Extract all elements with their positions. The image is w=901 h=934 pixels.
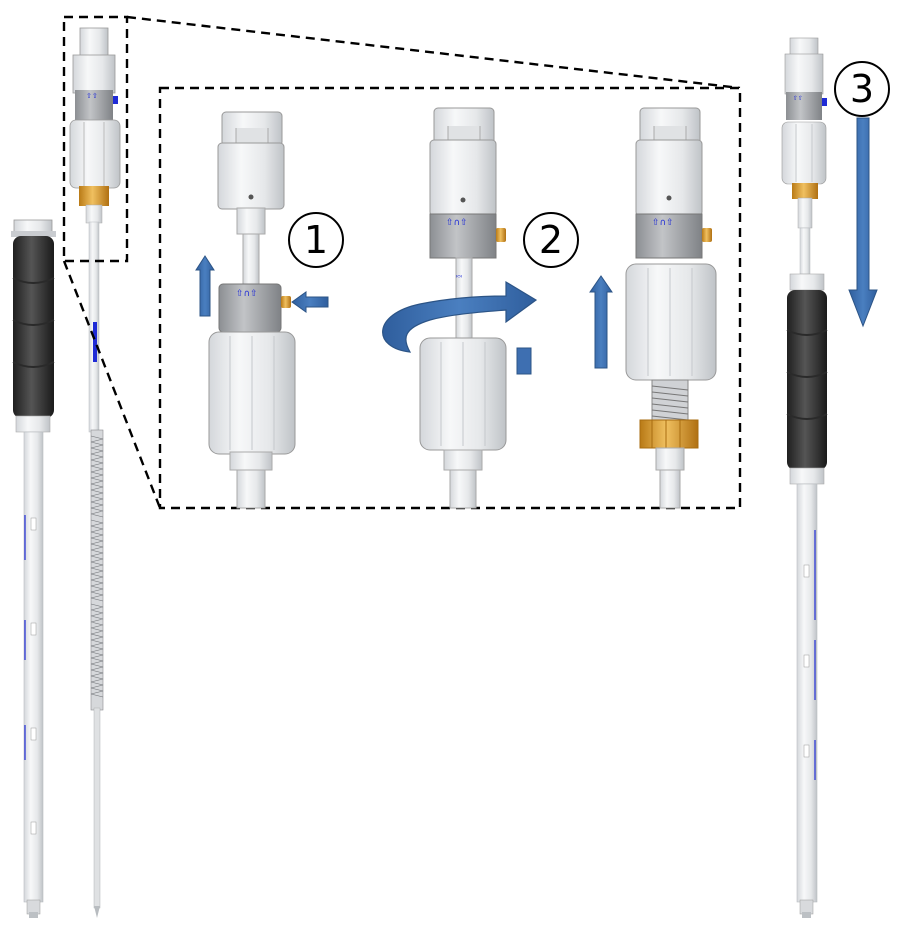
svg-text:⇧∩⇧: ⇧∩⇧ <box>652 218 674 228</box>
left-arrow-icon <box>291 291 329 313</box>
step-number-3: 3 <box>834 61 890 117</box>
step-number-1: 1 <box>288 212 344 268</box>
callout-connector-lines <box>62 15 741 509</box>
detail-step3-assembly: ⇧∩⇧ <box>625 107 717 509</box>
callout-source-box <box>62 15 129 263</box>
pipette-right-reassembly: ⇧⇧ <box>781 37 828 918</box>
pipette-left-assembled <box>11 219 56 918</box>
detail-step1-assembly: ⇧∩⇧ <box>208 111 296 509</box>
pipette-second-disassembled: ⇧⇧ <box>69 27 121 918</box>
down-arrow-icon <box>848 117 878 328</box>
step-number-2: 2 <box>523 212 579 268</box>
svg-text:⇧∩⇧: ⇧∩⇧ <box>236 289 258 299</box>
svg-text:⇧⇧: ⇧⇧ <box>86 92 98 100</box>
up-arrow-icon <box>589 275 613 369</box>
up-arrow-icon <box>195 255 215 317</box>
svg-text:⇧∩⇧: ⇧∩⇧ <box>446 218 468 228</box>
svg-text:⇧⇧: ⇧⇧ <box>793 95 803 102</box>
curved-rotate-arrow-icon <box>382 280 538 375</box>
svg-text:ᴵᴼᴵ: ᴵᴼᴵ <box>456 274 462 282</box>
